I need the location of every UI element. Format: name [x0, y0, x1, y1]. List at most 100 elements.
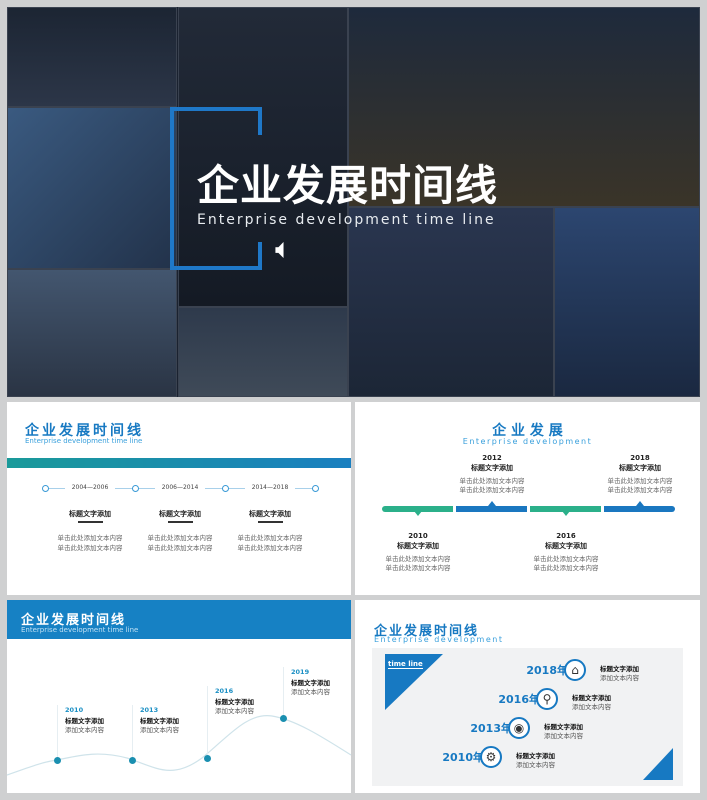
item-text: 单击此处添加文本内容 — [607, 486, 673, 494]
slide-subtitle: Enterprise development time line — [25, 437, 143, 445]
item-text: 单击此处添加文本内容 — [385, 555, 451, 563]
leader-line — [207, 686, 208, 758]
slide-5[interactable]: 企业发展时间线 Enterprise development time line… — [355, 600, 700, 793]
photo-waterfront — [7, 269, 177, 397]
item-year: 2016 — [556, 532, 576, 540]
home-icon: ⌂ — [564, 659, 586, 681]
item-text: 单击此处添加文本内容 — [533, 564, 599, 572]
heading-underline — [168, 521, 193, 523]
slide-subtitle: Enterprise development — [374, 635, 504, 644]
item-text: 添加文本内容 — [600, 674, 639, 682]
item-heading: 标题文字添加 — [471, 464, 513, 472]
header-band — [7, 458, 351, 468]
photo-night-skyline — [348, 7, 700, 207]
item-text: 添加文本内容 — [65, 726, 104, 734]
leader-line — [283, 667, 284, 718]
item-year: 2013 — [140, 706, 159, 714]
timeline-node — [42, 485, 49, 492]
item-heading: 标题文字添加 — [545, 542, 587, 550]
timeline-segment — [456, 506, 527, 512]
title-bracket — [170, 107, 262, 270]
timeline-segment — [530, 506, 601, 512]
cover-subtitle: Enterprise development time line — [197, 212, 496, 228]
item-heading: 标题文字添加 — [572, 694, 611, 702]
cover-title: 企业发展时间线 — [197, 161, 499, 210]
leader-line — [57, 705, 58, 760]
time-line-badge: time line — [388, 660, 423, 669]
timeline-dot — [128, 756, 136, 764]
item-text: 单击此处添加文本内容 — [459, 486, 525, 494]
title-bracket-right — [170, 107, 262, 270]
item-year: 2018年 — [526, 664, 568, 677]
heading-underline — [258, 521, 283, 523]
item-text: 单击此处添加文本内容 — [459, 477, 525, 485]
film-reel-icon: ◉ — [508, 717, 530, 739]
slide-subtitle: Enterprise development time line — [21, 626, 139, 634]
item-text: 单击此处添加文本内容 — [237, 544, 303, 552]
photo-skyscraper — [7, 107, 177, 269]
timeline-node — [222, 485, 229, 492]
item-year: 2016年 — [498, 693, 540, 706]
leader-line — [132, 705, 133, 760]
item-year: 2010 — [65, 706, 84, 714]
segment-pointer — [562, 511, 570, 516]
item-text: 添加文本内容 — [291, 688, 330, 696]
item-text: 添加文本内容 — [544, 732, 583, 740]
item-heading: 标题文字添加 — [619, 464, 661, 472]
item-year: 2013年 — [470, 722, 512, 735]
item-text: 添加文本内容 — [140, 726, 179, 734]
timeline-dot — [203, 754, 211, 762]
photo-towers — [178, 307, 348, 397]
item-heading: 标题文字添加 — [249, 510, 291, 518]
item-heading: 标题文字添加 — [65, 717, 104, 725]
item-heading: 标题文字添加 — [69, 510, 111, 518]
item-year: 2018 — [630, 454, 650, 462]
slide-subtitle: Enterprise development — [462, 437, 593, 446]
header-band — [7, 600, 351, 639]
gear-icon: ⚙ — [480, 746, 502, 768]
segment-pointer — [488, 501, 496, 506]
slide-title: 企业发展时间线 — [25, 423, 144, 439]
item-text: 单击此处添加文本内容 — [147, 544, 213, 552]
speaker-icon[interactable]: 🔈︎ — [275, 232, 292, 265]
slide-4[interactable]: 企业发展时间线 Enterprise development time line… — [7, 600, 351, 793]
segment-pointer — [636, 501, 644, 506]
item-heading: 标题文字添加 — [516, 752, 555, 760]
period-label: 2004—2006 — [65, 484, 115, 491]
item-text: 单击此处添加文本内容 — [607, 477, 673, 485]
item-text: 添加文本内容 — [215, 707, 254, 715]
item-heading: 标题文字添加 — [159, 510, 201, 518]
item-heading: 标题文字添加 — [397, 542, 439, 550]
heading-underline — [78, 521, 103, 523]
photo-bridge — [554, 207, 700, 397]
item-heading: 标题文字添加 — [215, 698, 254, 706]
slide-title: 企 业 发 展 — [492, 423, 563, 439]
item-text: 单击此处添加文本内容 — [147, 534, 213, 542]
timeline-segment — [382, 506, 453, 512]
photo-city — [7, 7, 177, 107]
period-label: 2006—2014 — [155, 484, 205, 491]
search-icon: ⚲ — [536, 688, 558, 710]
slide-2[interactable]: 企业发展时间线 Enterprise development time line… — [7, 402, 351, 595]
timeline-node — [312, 485, 319, 492]
timeline-dot — [53, 756, 61, 764]
item-text: 单击此处添加文本内容 — [385, 564, 451, 572]
item-text: 单击此处添加文本内容 — [57, 544, 123, 552]
slide-title: 企业发展时间线 — [21, 613, 127, 628]
item-year: 2016 — [215, 687, 234, 695]
item-text: 添加文本内容 — [516, 761, 555, 769]
item-heading: 标题文字添加 — [544, 723, 583, 731]
item-heading: 标题文字添加 — [600, 665, 639, 673]
timeline-node — [132, 485, 139, 492]
cover-slide[interactable]: 企业发展时间线 Enterprise development time line… — [7, 7, 700, 397]
timeline-dot — [279, 714, 287, 722]
slide-title: 企业发展时间线 — [374, 624, 480, 639]
photo-harbor — [348, 207, 554, 397]
item-text: 单击此处添加文本内容 — [533, 555, 599, 563]
item-text: 单击此处添加文本内容 — [57, 534, 123, 542]
timeline-segment — [604, 506, 675, 512]
item-text: 单击此处添加文本内容 — [237, 534, 303, 542]
item-heading: 标题文字添加 — [291, 679, 330, 687]
item-year: 2010年 — [442, 751, 484, 764]
